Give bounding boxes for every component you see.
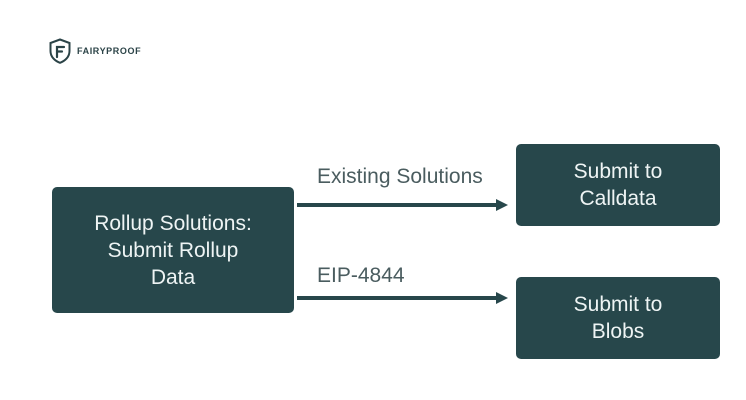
edge-existing-solutions-arrowhead xyxy=(496,199,508,211)
fairyproof-shield-f-icon xyxy=(49,38,71,64)
source-node-rollup-solutions: Rollup Solutions: Submit Rollup Data xyxy=(52,187,294,313)
brand-logo: FAIRYPROOF xyxy=(48,38,141,64)
edge-eip-4844-arrowhead xyxy=(496,292,508,304)
edge-label-existing-solutions: Existing Solutions xyxy=(317,165,483,188)
target-node-label: Submit to Calldata xyxy=(573,160,663,210)
target-node-calldata: Submit to Calldata xyxy=(516,144,720,226)
target-node-label: Submit to Blobs xyxy=(573,293,663,343)
source-node-label: Rollup Solutions: Submit Rollup Data xyxy=(94,211,252,289)
target-node-blobs: Submit to Blobs xyxy=(516,277,720,359)
edge-label-eip-4844: EIP-4844 xyxy=(317,264,405,287)
brand-name: FAIRYPROOF xyxy=(77,46,142,56)
